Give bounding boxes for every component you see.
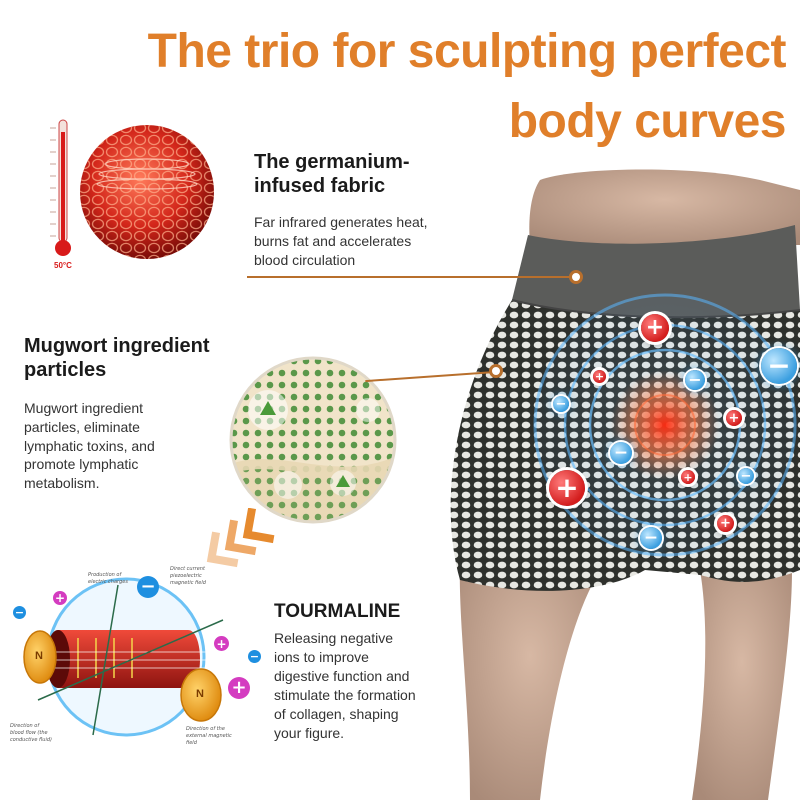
germanium-desc-line-2: burns fat and accelerates [254,232,412,249]
mugwort-section: Mugwort ingredient particles Mugwort ing… [24,334,210,493]
thermometer-icon [50,119,71,256]
germanium-desc-line-1: Far infrared generates heat, [254,213,428,230]
mugwort-connector-dot [489,364,503,378]
positive-charge-icon: + [214,636,229,651]
negative-ion-icon: − [685,370,705,390]
positive-ion-icon: + [726,410,742,426]
negative-ion-icon: − [553,396,569,412]
mugwort-title-line-1: Mugwort ingredient [24,335,210,357]
tourmaline-diagram: Production of electric charges Direct cu… [10,566,232,746]
note-bottom-right-2: external magnetic [186,733,232,739]
positive-ion-icon: + [681,470,695,484]
positive-ion-icon: + [641,314,669,342]
germanium-desc-line-3: blood circulation [254,251,356,268]
positive-ion-icon: + [717,515,734,532]
tourmaline-section: TOURMALINE Releasing negative ions to im… [274,600,416,743]
chevron-arrows-icon [206,508,275,568]
negative-charge-icon: − [13,606,26,619]
positive-ion-icon: + [549,470,585,506]
negative-ion-icon: − [761,348,797,384]
negative-ion-icon: − [610,442,632,464]
temperature-label: 50°C [54,261,72,270]
tourmaline-desc-line-2: ions to improve [274,649,369,666]
note-top-right-2: piezoelectric [169,573,202,579]
note-top-left-2: electric charges [88,579,128,585]
headline-line-2: body curves [508,95,787,148]
negative-ion-icon: − [738,468,754,484]
mugwort-desc-line-3: lymphatic toxins, and [24,437,155,454]
germanium-title-line-1: The germanium- [254,151,410,173]
positive-charge-icon: + [53,591,67,605]
tourmaline-desc-line-6: your figure. [274,724,345,741]
note-bottom-right-1: Direction of the [186,726,225,732]
tourmaline-title: TOURMALINE [274,601,401,622]
note-bottom-left-1: Direction of [10,723,40,729]
negative-charge-icon: − [248,650,261,663]
tourmaline-desc-line-1: Releasing negative [274,630,394,647]
mugwort-particles-image [229,356,397,524]
tourmaline-desc-line-3: digestive function and [274,667,410,684]
mugwort-title-line-2: particles [24,359,107,382]
germanium-section: The germanium- infused fabric Far infrar… [254,150,428,269]
note-bottom-left-3: conductive fluid) [10,737,52,743]
mugwort-desc-line-1: Mugwort ingredient [24,399,144,416]
note-top-left-1: Production of [88,572,122,578]
positive-ion-icon: + [593,370,606,383]
tourmaline-desc-line-5: of collagen, shaping [274,705,399,722]
magnet-n-label-left: N [35,650,43,662]
mugwort-desc-line-5: metabolism. [24,475,100,492]
note-bottom-left-2: blood flow (the [10,730,48,736]
headline-line-1: The trio for sculpting perfect [147,25,787,78]
tourmaline-desc-line-4: stimulate the formation [274,686,416,703]
negative-charge-icon: − [137,576,159,598]
magnet-n-label-right: N [196,688,204,700]
germanium-title-line-2: infused fabric [254,175,386,198]
mugwort-desc-line-2: particles, eliminate [24,418,140,435]
note-bottom-right-3: field [186,740,198,746]
note-top-right-1: Direct current [170,566,206,572]
germanium-connector-dot [569,270,583,284]
germanium-fabric-sphere [80,125,214,259]
note-top-right-3: magnetic field [170,580,207,586]
positive-charge-icon: + [228,677,250,699]
germanium-connector-line [247,276,577,278]
mugwort-desc-line-4: promote lymphatic [24,456,139,473]
negative-ion-icon: − [640,527,662,549]
